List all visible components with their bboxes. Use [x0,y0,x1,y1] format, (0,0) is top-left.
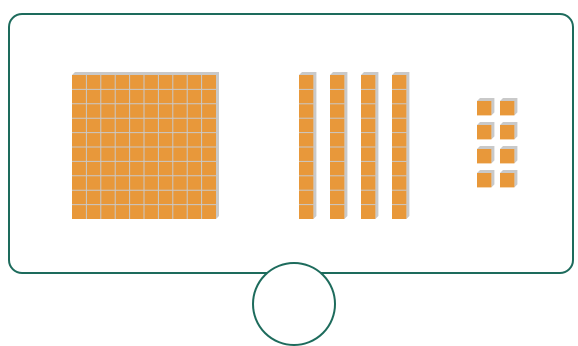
blocks-panel [8,13,574,274]
answer-circle[interactable] [252,262,336,346]
